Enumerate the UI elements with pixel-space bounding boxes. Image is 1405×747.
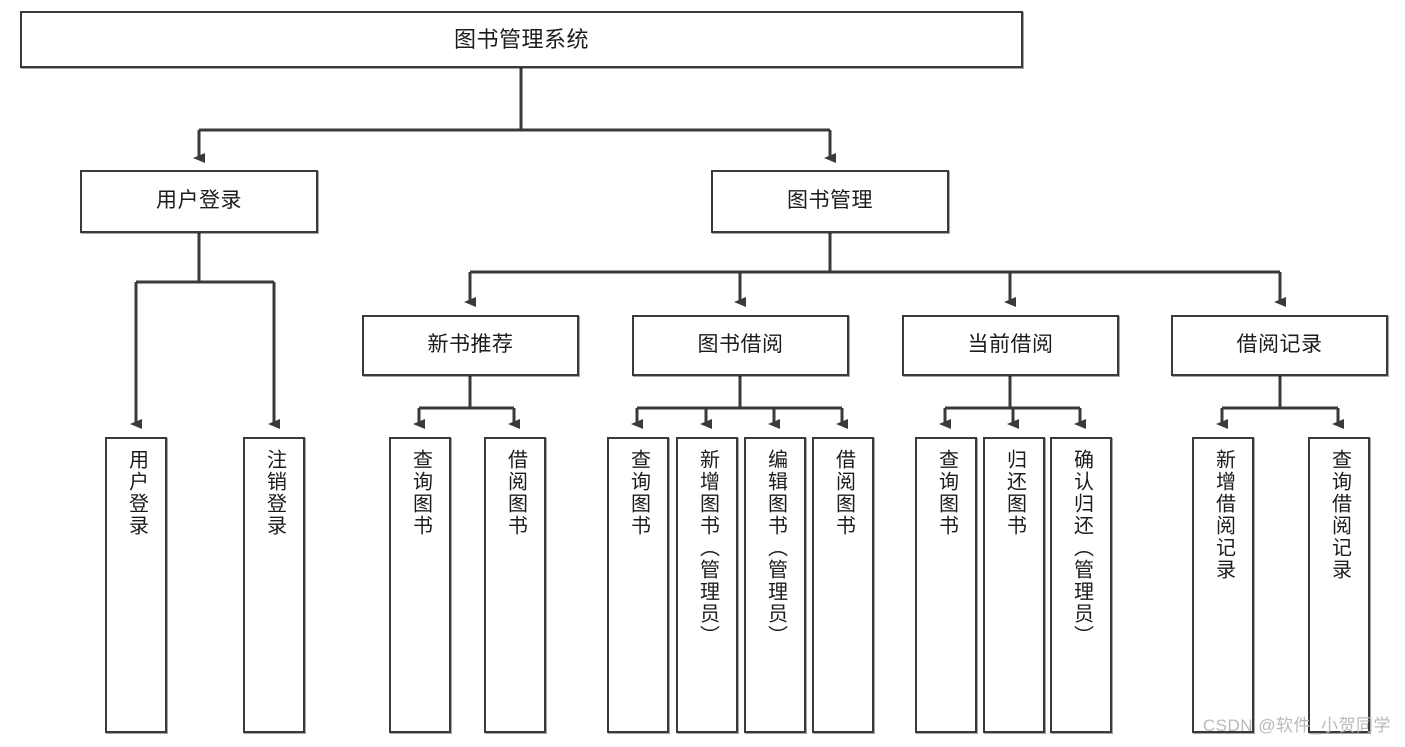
node-label: 归还图书 xyxy=(1003,449,1026,537)
node-label: 新增图书（管理员） xyxy=(696,449,719,647)
leaf-user-login[interactable]: 用户登录 xyxy=(105,437,167,733)
leaf-edit-book[interactable]: 编辑图书（管理员） xyxy=(744,437,806,733)
node-label: 当前借阅 xyxy=(967,333,1054,357)
node-label: 用户登录 xyxy=(125,449,148,537)
node-user-login[interactable]: 用户登录 xyxy=(80,170,318,233)
node-label: 查询图书 xyxy=(627,449,650,537)
node-label: 图书借阅 xyxy=(697,333,784,357)
node-label: 图书管理 xyxy=(787,189,873,213)
leaf-query-book-3[interactable]: 查询图书 xyxy=(915,437,977,733)
node-current-borrow[interactable]: 当前借阅 xyxy=(902,315,1119,376)
node-label: 确认归还（管理员） xyxy=(1070,449,1093,647)
node-borrow-record[interactable]: 借阅记录 xyxy=(1171,315,1388,376)
leaf-return-book[interactable]: 归还图书 xyxy=(983,437,1045,733)
leaf-borrow-book-2[interactable]: 借阅图书 xyxy=(812,437,874,733)
leaf-borrow-book-1[interactable]: 借阅图书 xyxy=(484,437,546,733)
node-label: 图书管理系统 xyxy=(453,26,589,52)
leaf-logout-login[interactable]: 注销登录 xyxy=(243,437,305,733)
node-label: 借阅图书 xyxy=(504,449,527,537)
node-label: 借阅记录 xyxy=(1236,333,1323,357)
node-label: 查询图书 xyxy=(409,449,432,537)
node-label: 注销登录 xyxy=(263,449,286,537)
leaf-add-borrow-record[interactable]: 新增借阅记录 xyxy=(1192,437,1254,733)
watermark: CSDN @软件_小贺同学 xyxy=(1202,716,1391,735)
node-label: 用户登录 xyxy=(156,189,242,213)
leaf-add-book[interactable]: 新增图书（管理员） xyxy=(676,437,738,733)
leaf-query-book-2[interactable]: 查询图书 xyxy=(607,437,669,733)
node-label: 编辑图书（管理员） xyxy=(764,449,787,647)
leaf-confirm-return[interactable]: 确认归还（管理员） xyxy=(1050,437,1112,733)
node-label: 查询图书 xyxy=(935,449,958,537)
node-label: 新书推荐 xyxy=(427,333,514,357)
node-new-book-recommend[interactable]: 新书推荐 xyxy=(362,315,579,376)
node-label: 新增借阅记录 xyxy=(1212,449,1235,581)
node-label: 借阅图书 xyxy=(832,449,855,537)
node-book-management-system[interactable]: 图书管理系统 xyxy=(20,11,1023,68)
node-book-management[interactable]: 图书管理 xyxy=(711,170,949,233)
node-book-borrow[interactable]: 图书借阅 xyxy=(632,315,849,376)
leaf-query-book-1[interactable]: 查询图书 xyxy=(389,437,451,733)
leaf-query-borrow-record[interactable]: 查询借阅记录 xyxy=(1308,437,1370,733)
node-label: 查询借阅记录 xyxy=(1328,449,1351,581)
